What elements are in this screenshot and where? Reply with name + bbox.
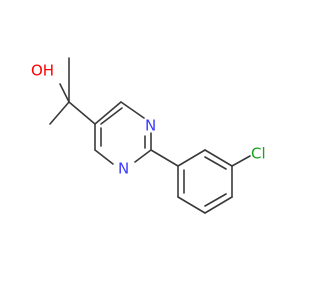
bond-ph3-cl: [231, 155, 251, 167]
bond-ph2-ph3-inner: [204, 156, 227, 170]
bond-ph1-ph2: [177, 149, 206, 167]
bond-c-oh: [59, 83, 70, 103]
bond-c2-n3: [134, 149, 152, 163]
label-layer: OH N N Cl: [31, 62, 266, 178]
bond-ph4-ph5-inner: [204, 193, 227, 207]
bond-c-ring: [68, 101, 96, 125]
bond-c6-c6-inner: [100, 107, 123, 125]
bond-layer: [49, 57, 251, 214]
bond-c5-c6: [94, 101, 122, 125]
molecule-diagram: OH N N Cl: [31, 57, 266, 214]
atom-label-oh: OH: [31, 62, 54, 80]
bond-ph4-ph5: [204, 196, 233, 214]
atom-label-n-top: N: [145, 117, 156, 135]
bond-c6-n1: [120, 101, 145, 119]
bond-c-methyl-left: [49, 101, 70, 125]
atom-label-n-bottom: N: [118, 160, 129, 178]
atom-label-chlorine: Cl: [251, 145, 266, 163]
bond-c2-phenyl: [150, 149, 179, 167]
bond-ph5-ph6: [177, 196, 206, 214]
bond-ph2-ph3: [204, 149, 233, 167]
bond-n3-c4: [94, 149, 114, 165]
